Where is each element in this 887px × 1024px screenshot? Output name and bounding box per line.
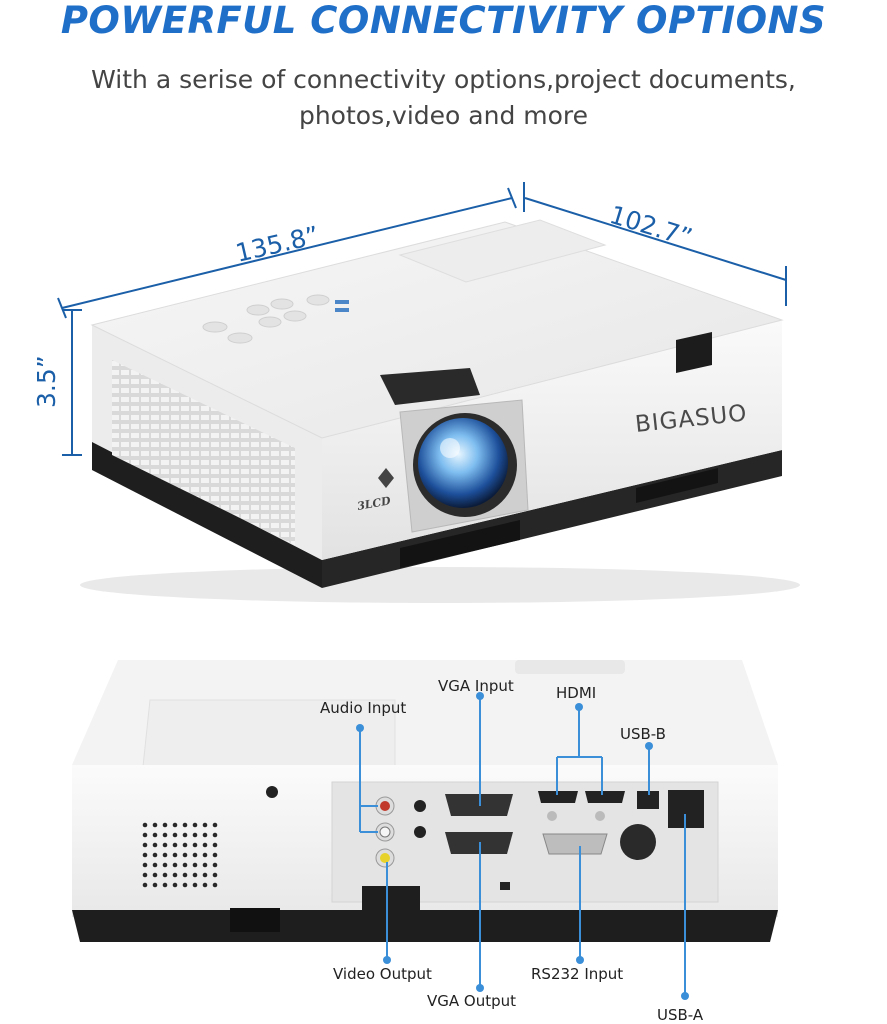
usb-b-port [637, 791, 659, 809]
rs232-port [542, 833, 608, 855]
svg-text:3LCD: 3LCD [356, 494, 392, 513]
label-usb-a: USB-A [657, 1006, 704, 1024]
label-audio-input: Audio Input [320, 699, 406, 717]
control-panel [202, 294, 349, 344]
3lcd-logo: 3LCD [356, 468, 394, 513]
projector-front-view: 3LCD BIGASUO [80, 219, 800, 603]
subtitle: With a serise of connectivity options,pr… [91, 65, 796, 130]
height-dimension: 3.5” [32, 355, 61, 408]
label-usb-b: USB-B [620, 725, 666, 743]
projector-rear-view [72, 660, 778, 942]
callout-dots [356, 692, 689, 1000]
lens [418, 418, 508, 508]
hdmi-ports [538, 791, 625, 821]
label-video-output: Video Output [333, 965, 432, 983]
label-vga-output: VGA Output [427, 992, 516, 1010]
headline: POWERFUL CONNECTIVITY OPTIONS [60, 0, 827, 42]
depth-dimension: 102.7” [606, 200, 695, 252]
power-socket [362, 886, 420, 928]
label-hdmi: HDMI [556, 684, 596, 702]
ir-sensor [676, 332, 712, 373]
callout-lines [359, 696, 686, 996]
side-vent [112, 360, 295, 545]
label-vga-input: VGA Input [438, 677, 514, 695]
speaker-grill [140, 818, 218, 890]
width-dimension: 135.8” [233, 221, 322, 268]
dimension-lines [57, 182, 787, 456]
label-rs232-input: RS232 Input [531, 965, 623, 983]
